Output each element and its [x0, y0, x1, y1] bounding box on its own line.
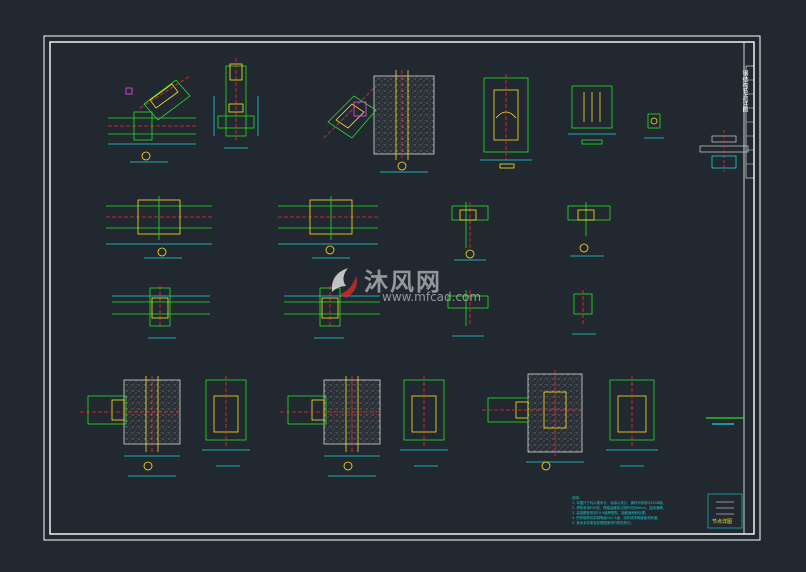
notes-line: 2. 焊条采用E50型，焊缝高度除注明外均为8mm，连续满焊。	[572, 506, 667, 510]
detail-10-column-beam-joint	[112, 286, 210, 339]
detail-12-column-stub	[447, 290, 489, 337]
notes-heading: 说明：	[572, 496, 583, 500]
detail-5-bolt	[644, 113, 664, 139]
drawing-title: 钢结构节点详图	[741, 70, 748, 112]
detail-16-column-foot	[280, 376, 382, 477]
mfcad-logo-icon	[331, 268, 357, 298]
detail-17-foot-section	[400, 376, 448, 467]
title-block	[707, 493, 743, 529]
detail-13-column-stub	[572, 290, 596, 335]
detail-4-anchor-plate	[568, 85, 616, 145]
scale-bar	[706, 417, 744, 425]
detail-19-foot-section	[606, 376, 658, 467]
notes-line: 5. 其余未尽事宜参照国家现行规范执行。	[572, 521, 634, 525]
detail-11-column-beam-joint	[284, 286, 380, 339]
detail-3-embed-plate	[480, 74, 532, 169]
detail-2-column-base-brace	[323, 70, 435, 173]
watermark-brand: 沐风网	[364, 268, 442, 296]
watermark-url: www.mfcad.com	[382, 290, 482, 304]
detail-8-beam-stub	[451, 202, 489, 261]
sheet-inner-border	[49, 41, 755, 535]
detail-18-steel-in-concrete	[482, 370, 584, 471]
title-block-column-symbol	[699, 130, 749, 172]
detail-1-inclined-brace	[108, 75, 196, 163]
notes-line: 1. 本图尺寸均以毫米计，标高以米计，钢材均采用Q345B钢。	[572, 501, 666, 505]
notes-line: 4. 所有钢构件除锈等级Sa2.5级，涂防锈漆两道面漆两道。	[572, 516, 661, 520]
detail-14-column-foot	[80, 376, 182, 477]
title-strip-ticks	[746, 79, 754, 165]
detail-9-beam-stub	[567, 202, 611, 257]
watermark: 沐风网 www.mfcad.com	[322, 262, 492, 306]
title-block-label: 节点详图	[712, 519, 733, 525]
detail-6-beam-splice	[106, 196, 212, 259]
detail-1-section-a	[213, 58, 259, 149]
sheet-outer-border	[43, 35, 761, 541]
detail-7-beam-splice	[278, 196, 378, 259]
notes-line: 3. 高强螺栓采用10.9级摩擦型，接触面喷砂处理。	[572, 511, 649, 515]
general-notes: 说明： 1. 本图尺寸均以毫米计，标高以米计，钢材均采用Q345B钢。 2. 焊…	[572, 496, 722, 526]
detail-15-foot-section	[202, 376, 250, 467]
